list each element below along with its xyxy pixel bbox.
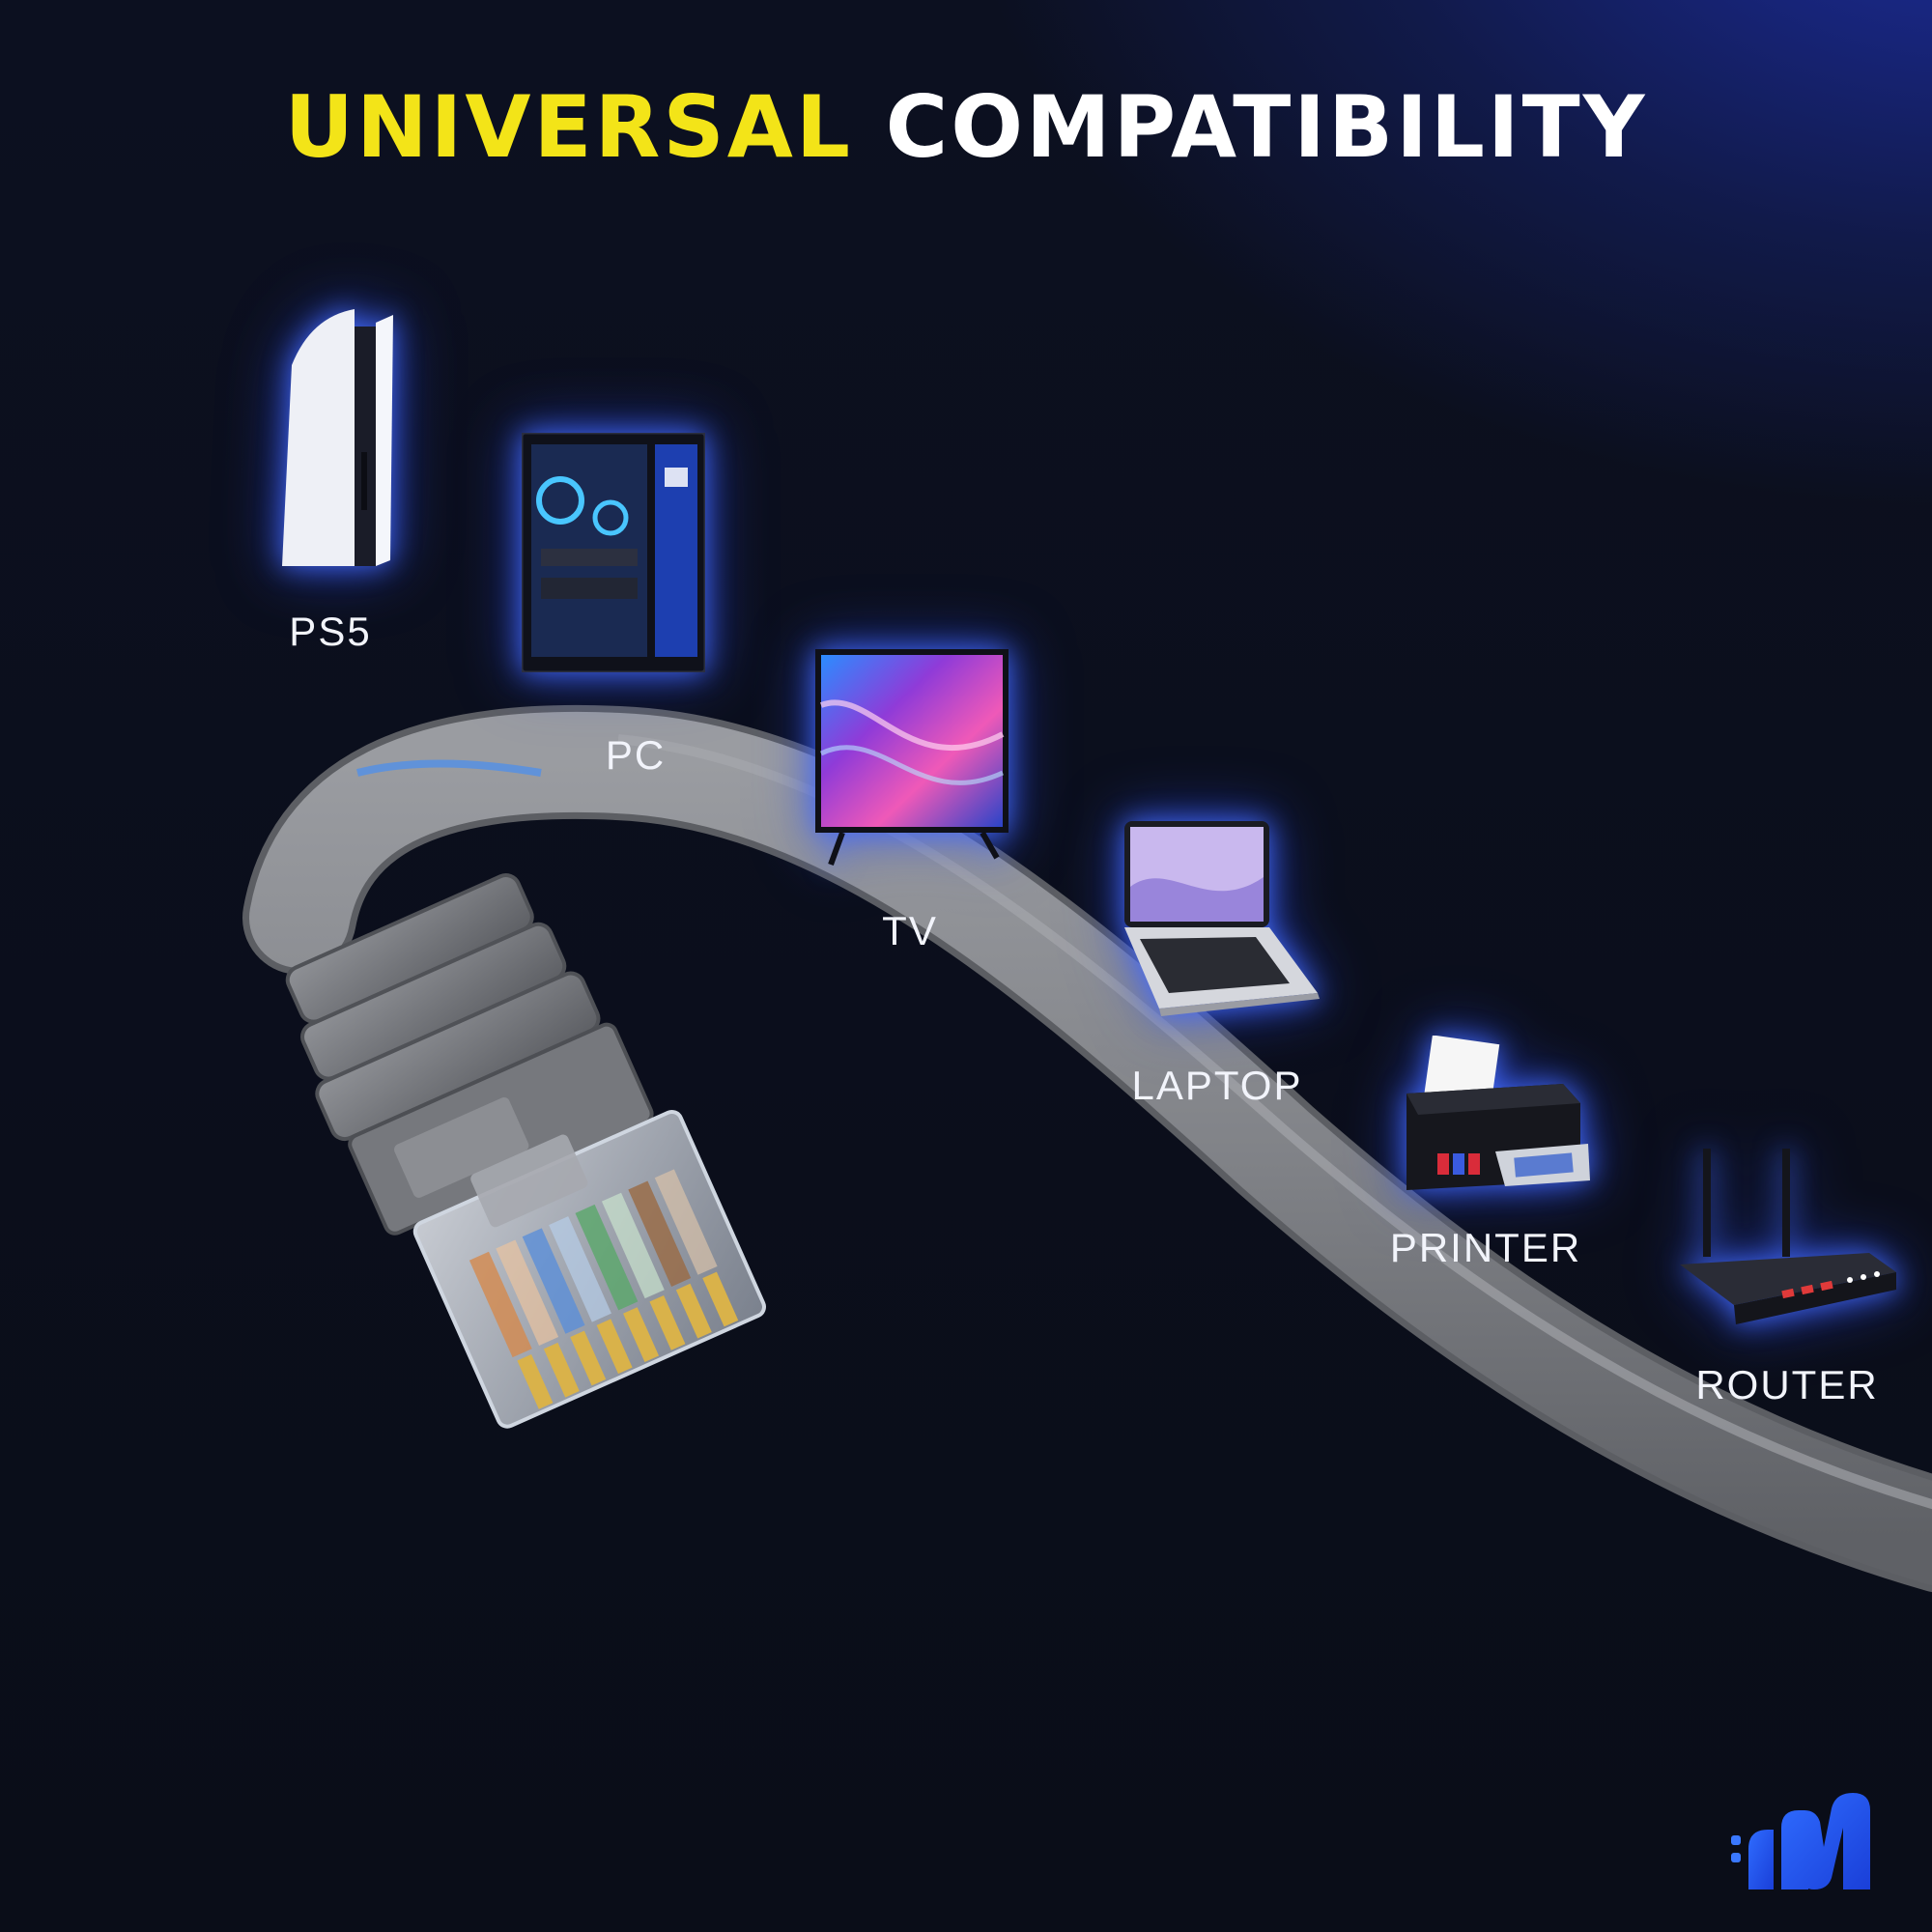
ps5-console-icon bbox=[282, 309, 393, 566]
device-ps5 bbox=[272, 307, 398, 573]
headline-main: COMPATIBILITY bbox=[885, 77, 1648, 177]
printer-icon bbox=[1406, 1036, 1590, 1190]
device-pc bbox=[522, 433, 705, 672]
tv-icon bbox=[815, 649, 1009, 867]
device-label-ps5: PS5 bbox=[289, 609, 372, 654]
brand-logo-icon bbox=[1731, 1793, 1870, 1889]
device-label-pc: PC bbox=[605, 732, 667, 778]
device-printer bbox=[1399, 1036, 1592, 1195]
device-label-tv: TV bbox=[882, 908, 938, 953]
device-laptop bbox=[1121, 819, 1321, 1022]
device-router bbox=[1676, 1145, 1900, 1328]
headline-accent: UNIVERSAL bbox=[284, 77, 853, 177]
headline: UNIVERSAL COMPATIBILITY bbox=[0, 77, 1932, 177]
desktop-pc-icon bbox=[522, 433, 705, 672]
router-icon bbox=[1680, 1149, 1896, 1324]
device-label-router: ROUTER bbox=[1695, 1362, 1879, 1407]
laptop-icon bbox=[1124, 821, 1320, 1016]
device-tv bbox=[804, 647, 1021, 869]
device-label-printer: PRINTER bbox=[1389, 1225, 1582, 1270]
brand-logo bbox=[1727, 1789, 1882, 1891]
device-label-laptop: LAPTOP bbox=[1131, 1063, 1303, 1108]
